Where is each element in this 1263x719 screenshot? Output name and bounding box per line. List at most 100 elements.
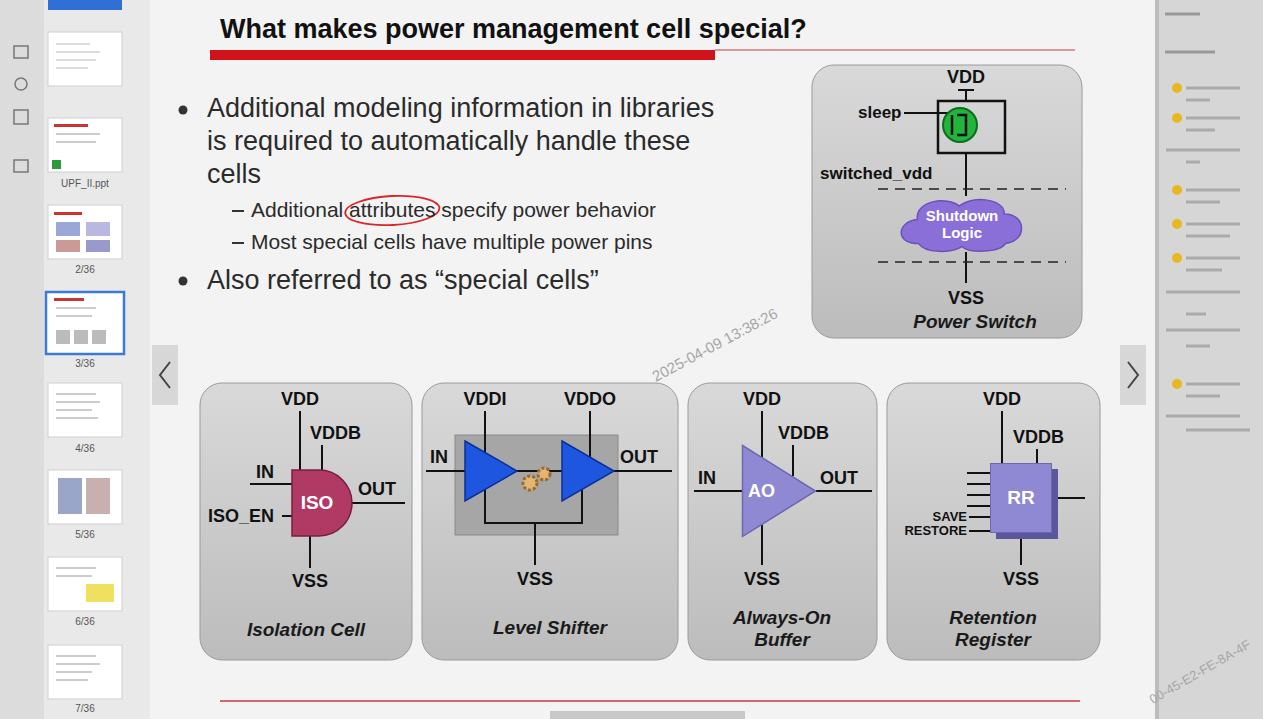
sub-bullet-text: Additional attributes specify power beha…	[251, 197, 656, 223]
power-switch-figure-part	[943, 108, 977, 142]
sub-bullet-text: Most special cells have multiple power p…	[251, 229, 653, 255]
presenter-sidebar-part	[54, 124, 88, 127]
pin-label: VDD	[743, 389, 781, 409]
pin-label: ISO_EN	[208, 506, 274, 526]
always-on-buffer-figure	[688, 383, 877, 660]
presenter-sidebar-part	[56, 308, 96, 316]
presenter-sidebar-part	[86, 222, 110, 236]
watermark: 00-45-E2-FE-8A-4F	[1147, 637, 1254, 708]
power-switch-panel: Power SwitchShutdown LogicVDDsleepswitch…	[812, 65, 1082, 338]
always-on-buffer-panel: Always-On BufferAOVDDVDDBINOUTVSS	[688, 383, 877, 660]
slide-title: What makes power management cell special…	[220, 13, 807, 45]
isolation-cell-figure-part	[250, 411, 405, 568]
ao-shape	[743, 446, 816, 537]
page-number: 2/36	[75, 264, 94, 276]
presenter-sidebar-part	[14, 160, 28, 172]
chat-panel-part	[1172, 379, 1182, 389]
slide-nav-arrows-part	[152, 345, 178, 405]
pin-label: VSS	[948, 288, 984, 308]
presenter-sidebar-part	[86, 478, 110, 514]
retention-register-figure-part	[887, 383, 1100, 660]
presenter-sidebar-part	[74, 330, 88, 344]
slide-nav-arrows-part	[1120, 345, 1146, 405]
pin-label: IN	[256, 462, 274, 482]
presenter-sidebar-part	[15, 78, 27, 90]
pin-label: sleep	[858, 103, 901, 122]
chat-panel-part	[1172, 83, 1182, 93]
level-shifter-figure	[422, 383, 678, 660]
symbol-label: Shutdown Logic	[920, 207, 1004, 241]
always-on-buffer-figure-part	[688, 383, 877, 660]
chat-panel-part	[1172, 219, 1182, 229]
presenter-sidebar-part	[56, 222, 80, 236]
power-switch-figure-part	[938, 101, 1005, 153]
chat-panel-part	[1166, 292, 1240, 314]
presenter-sidebar-part	[56, 656, 100, 680]
presenter-sidebar-part	[52, 160, 61, 169]
cell-caption: Level Shifter	[493, 617, 607, 639]
presenter-sidebar-part	[14, 46, 28, 58]
symbol-label: AO	[748, 481, 775, 502]
cloud-shape	[901, 200, 1021, 252]
presenter-sidebar-part	[48, 557, 122, 611]
page-number: 6/36	[75, 616, 94, 628]
pin-label: VSS	[1003, 569, 1039, 589]
pin-label: OUT	[820, 468, 858, 488]
chat-panel-part	[1166, 330, 1240, 346]
power-switch-figure-part	[904, 112, 948, 114]
pin-label: IN	[698, 468, 716, 488]
presenter-sidebar-part	[56, 44, 100, 68]
slide-canvas-part	[210, 50, 715, 60]
chat-panel-part	[1186, 190, 1240, 202]
pin-label: VDDO	[564, 389, 616, 409]
chat-panel-part	[1186, 118, 1240, 130]
level-shifter-figure-part	[465, 441, 517, 501]
isolation-cell-panel: Isolation CellISOVDDVDDBINISO_ENOUTVSS	[200, 383, 412, 660]
presenter-sidebar	[0, 0, 150, 719]
isolation-cell-figure	[200, 383, 412, 660]
always-on-buffer-figure-part	[694, 411, 872, 565]
chat-panel-part	[1186, 258, 1240, 270]
presenter-sidebar-part	[56, 394, 100, 418]
cell-caption: Power Switch	[913, 311, 1037, 333]
level-shifter-panel: Level ShifterVDDIVDDOINOUTVSS	[422, 383, 678, 660]
page-number: 5/36	[75, 529, 94, 541]
shutdown-logic-cloud: Shutdown Logic	[900, 196, 1024, 252]
cell-caption: Retention Register	[928, 607, 1058, 651]
page-number: 4/36	[75, 443, 94, 455]
presenter-sidebar-part	[92, 330, 106, 344]
pin-label: VDDI	[463, 389, 506, 409]
bullet-text: Additional modeling information in libra…	[207, 92, 727, 191]
power-switch-figure-part	[878, 189, 1066, 262]
chat-panel-part	[1172, 113, 1182, 123]
power-switch-figure	[812, 65, 1082, 338]
slide-canvas-part	[220, 700, 1080, 702]
cell-caption: Isolation Cell	[247, 619, 365, 641]
slide-nav-arrows-part	[160, 362, 170, 388]
level-shifter-figure-part	[538, 468, 550, 480]
retention-register-panel: Retention RegisterRRVDDVDDBSAVERESTOREVS…	[887, 383, 1100, 660]
presenter-sidebar-part	[56, 240, 80, 252]
pin-label: OUT	[358, 479, 396, 499]
level-shifter-figure-part	[562, 441, 614, 501]
presenter-sidebar-part	[54, 298, 84, 301]
chat-panel-part	[1166, 416, 1250, 430]
chat-panel-part	[1186, 88, 1240, 100]
presenter-sidebar-part	[14, 110, 28, 124]
chat-panel-part	[1186, 384, 1240, 396]
presenter-sidebar-part	[48, 118, 122, 172]
page-number: 3/36	[75, 358, 94, 370]
power-switch-figure-part	[812, 65, 1082, 338]
pin-label: VDD	[983, 389, 1021, 409]
file-name: UPF_II.ppt	[61, 178, 109, 190]
slide-canvas-part	[715, 50, 1075, 51]
retention-register-figure-part	[967, 411, 1085, 565]
presenter-sidebar-part	[46, 292, 124, 354]
register-block: RR	[990, 463, 1052, 533]
power-switch-figure-part	[952, 115, 966, 135]
presenter-sidebar-part	[48, 32, 122, 86]
level-shifter-figure-part	[455, 435, 618, 535]
slide-canvas-part	[550, 711, 745, 719]
chat-panel	[1155, 0, 1263, 719]
